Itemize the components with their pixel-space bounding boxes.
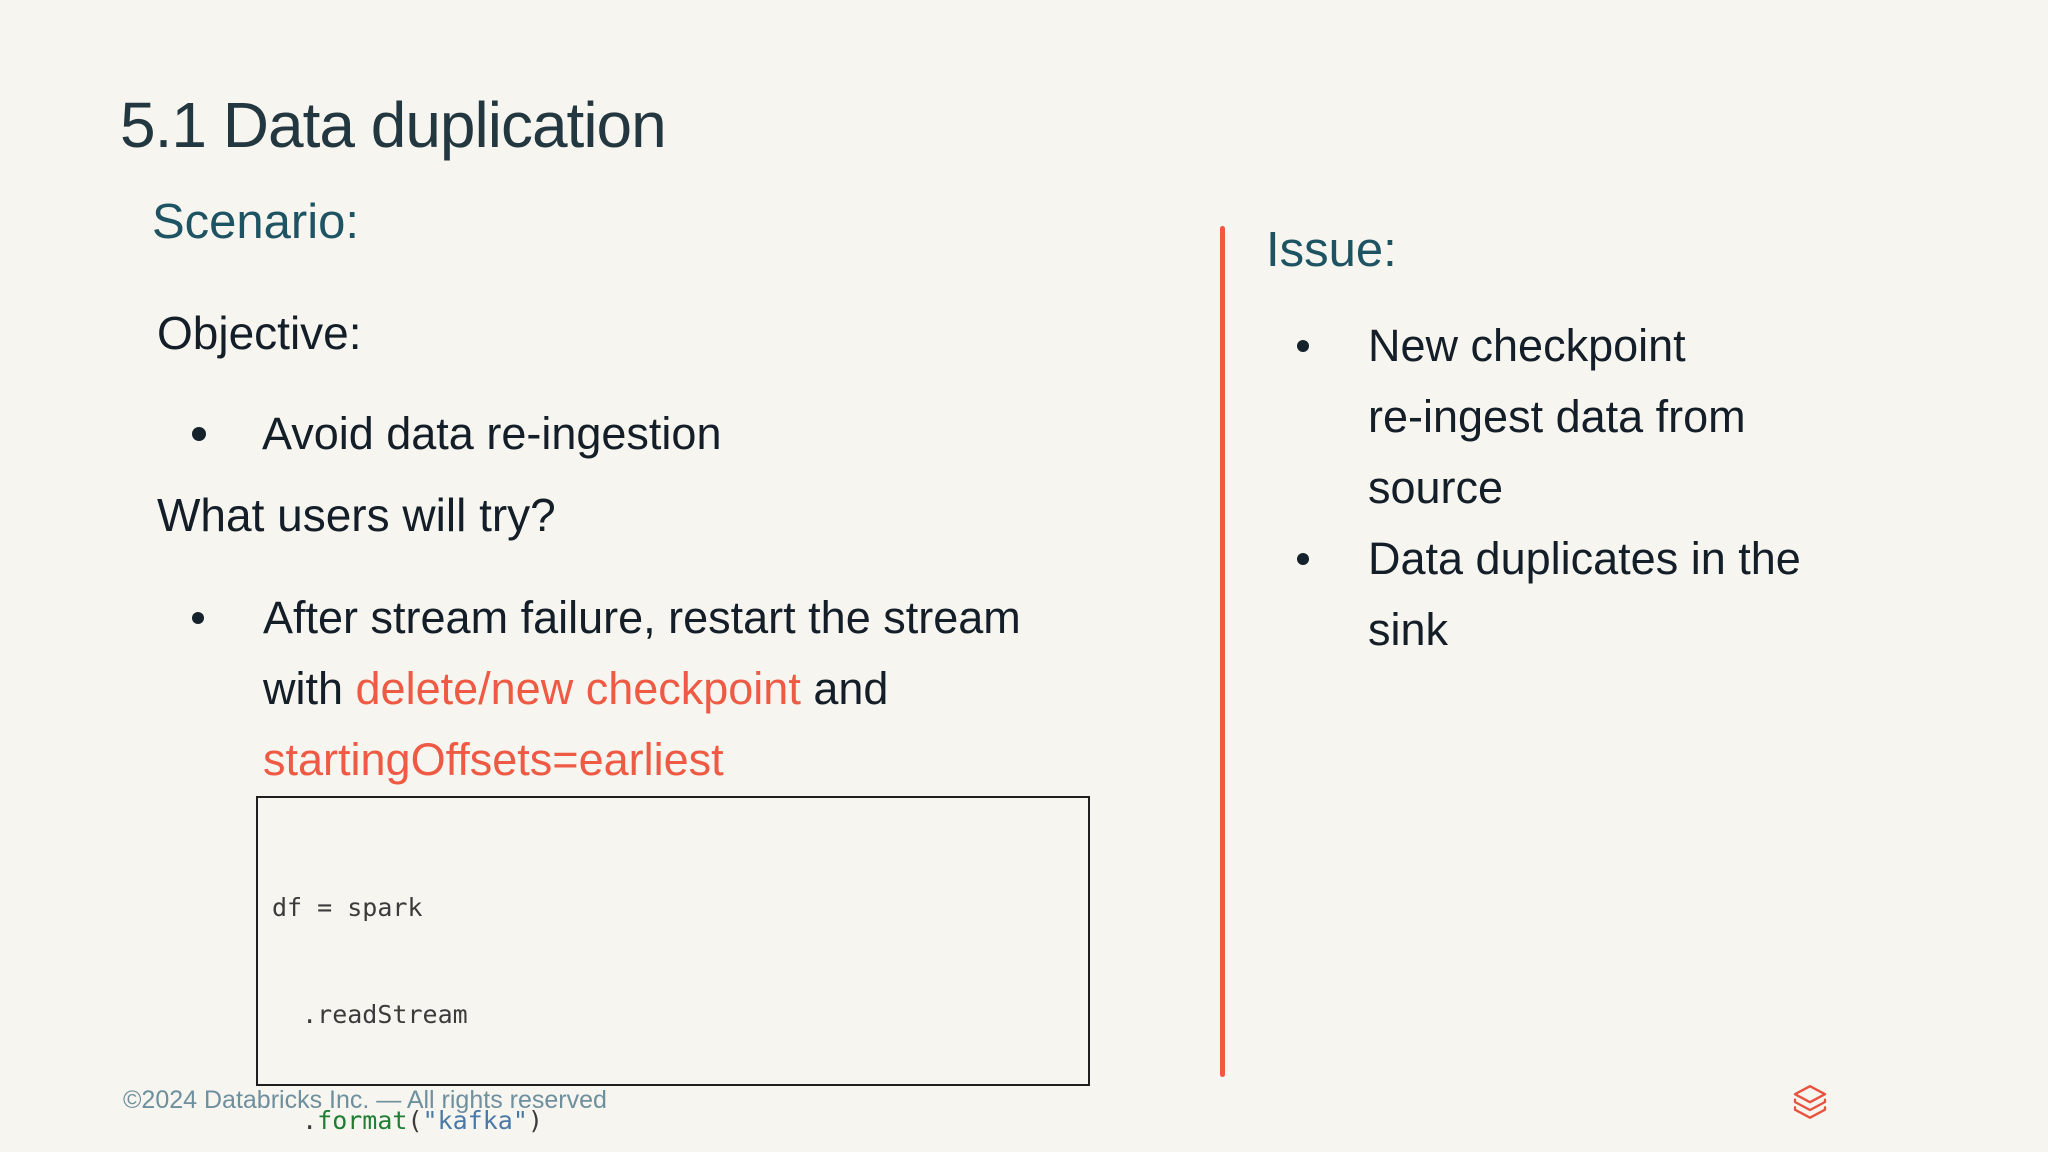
- try-line-2-suffix: and: [800, 663, 889, 714]
- try-line-2-highlight: delete/new checkpoint: [355, 663, 801, 714]
- bullet-dot-icon: [192, 612, 204, 624]
- try-bullet-line-2: with delete/new checkpoint and: [263, 653, 1021, 724]
- users-label: What users will try?: [157, 489, 556, 541]
- code-token: (: [407, 1106, 423, 1135]
- code-block: df = spark .readStream .format("kafka") …: [256, 796, 1090, 1135]
- issue-bullet-text: New checkpoint re-ingest data from sourc…: [1368, 320, 1746, 513]
- bullet-dot-icon: [1297, 553, 1309, 565]
- scenario-label: Scenario:: [152, 195, 360, 249]
- list-item: New checkpoint re-ingest data from sourc…: [1297, 310, 1801, 523]
- code-token: ): [527, 1106, 543, 1135]
- code-token: .readStream: [272, 999, 468, 1029]
- list-item: Data duplicates in the sink: [1297, 523, 1801, 665]
- code-token: .: [272, 1106, 318, 1135]
- issue-list: New checkpoint re-ingest data from sourc…: [1297, 310, 1801, 665]
- code-token-string: "kafka": [422, 1106, 528, 1135]
- code-line: .readStream: [272, 997, 1088, 1033]
- try-bullet-item: After stream failure, restart the stream…: [192, 582, 1021, 795]
- issue-bullet-text: Data duplicates in the sink: [1368, 533, 1801, 655]
- footer-copyright: ©2024 Databricks Inc. — All rights reser…: [123, 1086, 607, 1114]
- databricks-layers-icon: [1790, 1082, 1830, 1122]
- code-line: df = spark: [272, 890, 1088, 926]
- objective-bullet-text: Avoid data re-ingestion: [262, 408, 722, 459]
- code-line: .format("kafka"): [272, 1103, 1088, 1139]
- try-bullet-line-3: startingOffsets=earliest: [263, 734, 724, 785]
- bullet-dot-icon: [192, 427, 206, 441]
- code-token-function: format: [317, 1106, 408, 1135]
- bullet-dot-icon: [1297, 340, 1309, 352]
- try-bullet-line-1: After stream failure, restart the stream: [263, 592, 1021, 643]
- objective-bullet-item: Avoid data re-ingestion: [192, 398, 721, 469]
- page-title: 5.1 Data duplication: [120, 89, 667, 161]
- vertical-divider: [1220, 226, 1225, 1077]
- objective-label: Objective:: [157, 307, 362, 359]
- issue-label: Issue:: [1266, 223, 1397, 277]
- try-bullet-text: After stream failure, restart the stream…: [263, 582, 1021, 795]
- try-line-2-prefix: with: [263, 663, 356, 714]
- code-token: df = spark: [272, 893, 423, 922]
